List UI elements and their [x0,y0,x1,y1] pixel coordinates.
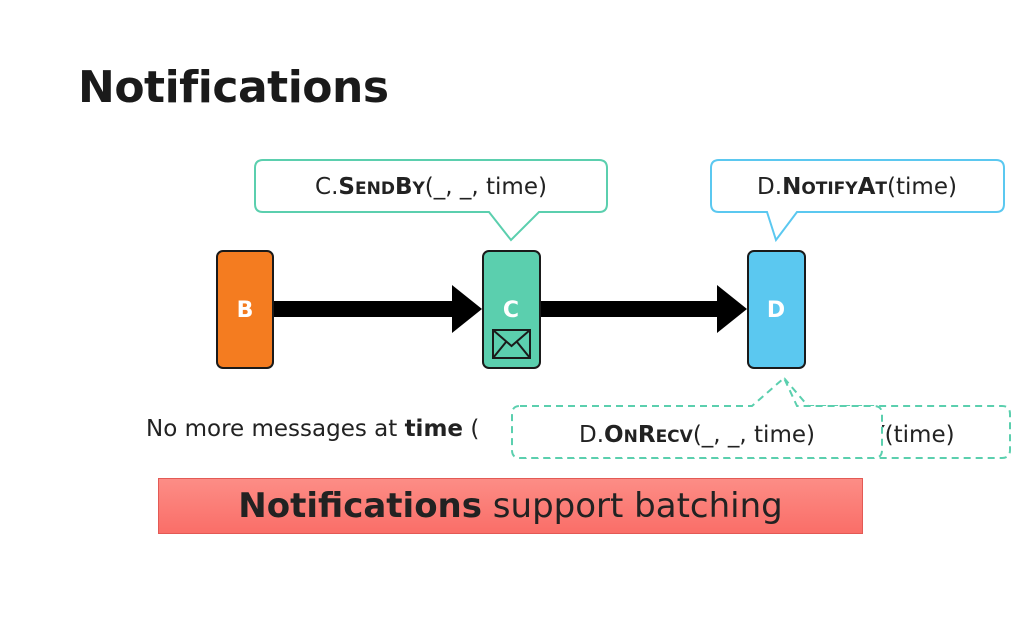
page-title: Notifications [78,62,389,113]
no-more-messages-suffix: ( [463,416,480,442]
banner-bold-text: Notifications [238,486,482,526]
callout-on-notify-partial-text: Y(time) [867,422,955,448]
arrow-c-to-d [540,285,747,333]
node-d: D [747,250,806,369]
node-c: C [482,250,541,369]
callout-on-notify-partial: Y(time) [520,377,1011,459]
no-more-messages-time: time [404,416,464,442]
envelope-icon [492,329,531,359]
no-more-messages-prefix: No more messages at [146,416,405,442]
node-b-label: B [237,298,254,323]
node-b: B [216,250,274,369]
callout-notify-at-text: D.NOTIFYAT(time) [757,174,957,200]
batching-banner: Notifications support batching [158,478,863,534]
arrow-b-to-c [273,285,482,333]
callout-send-by: C.SENDBY(_, _, time) [254,159,608,242]
node-d-label: D [767,298,785,323]
node-c-label: C [503,298,519,323]
callout-send-by-text: C.SENDBY(_, _, time) [315,174,547,200]
no-more-messages-text: No more messages at time ( [146,416,479,442]
callout-notify-at: D.NOTIFYAT(time) [710,159,1005,243]
banner-rest-text: support batching [482,486,783,526]
